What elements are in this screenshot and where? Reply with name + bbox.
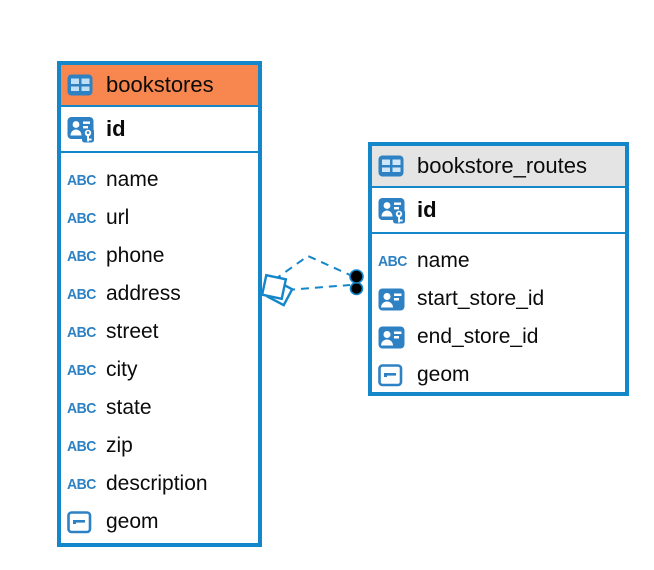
column-name: phone: [106, 244, 165, 267]
column-row[interactable]: ABC street: [61, 313, 258, 351]
table-title: bookstores: [106, 72, 214, 97]
column-name: id: [106, 116, 126, 141]
column-row[interactable]: ABC name: [372, 242, 625, 280]
primary-key-row[interactable]: id: [61, 107, 258, 153]
column-row[interactable]: ABC description: [61, 465, 258, 503]
table-title: bookstore_routes: [417, 153, 587, 178]
column-row[interactable]: end_store_id: [372, 318, 625, 356]
column-name: end_store_id: [417, 325, 539, 348]
relationship-dot-marker: [349, 269, 364, 296]
column-name: start_store_id: [417, 287, 545, 310]
relationship-line-lower[interactable]: [286, 284, 351, 291]
text-type-icon: ABC: [67, 323, 96, 341]
column-name: street: [106, 320, 159, 343]
column-name: id: [417, 197, 437, 222]
column-row[interactable]: geom: [372, 356, 625, 394]
column-row[interactable]: geom: [61, 503, 258, 541]
column-name: address: [106, 282, 181, 305]
table-icon: [378, 155, 410, 177]
geometry-type-icon: [378, 363, 410, 387]
column-row[interactable]: ABC url: [61, 199, 258, 237]
table-header[interactable]: bookstore_routes: [372, 146, 625, 188]
table-header[interactable]: bookstores: [61, 65, 258, 107]
text-type-icon: ABC: [67, 209, 96, 227]
column-list: ABC name start_store_id: [372, 234, 625, 394]
column-name: city: [106, 358, 138, 381]
text-type-icon: ABC: [67, 361, 96, 379]
column-name: name: [106, 168, 159, 191]
column-row[interactable]: ABC state: [61, 389, 258, 427]
column-row[interactable]: ABC address: [61, 275, 258, 313]
text-type-icon: ABC: [67, 437, 96, 455]
text-type-icon: ABC: [67, 285, 96, 303]
table-icon: [67, 74, 99, 96]
table-bookstores[interactable]: bookstores id A: [57, 61, 262, 547]
text-type-icon: ABC: [378, 252, 407, 270]
column-row[interactable]: start_store_id: [372, 280, 625, 318]
column-name: geom: [106, 510, 159, 533]
text-type-icon: ABC: [67, 399, 96, 417]
column-list: ABC name ABC url ABC phone ABC address A…: [61, 153, 258, 541]
text-type-icon: ABC: [67, 247, 96, 265]
text-type-icon: ABC: [67, 171, 96, 189]
column-name: url: [106, 206, 130, 229]
reference-type-icon: [378, 326, 410, 349]
table-bookstore-routes[interactable]: bookstore_routes id: [368, 142, 629, 396]
column-name: state: [106, 396, 152, 419]
primary-key-icon: [378, 197, 410, 224]
text-type-icon: ABC: [67, 475, 96, 493]
geometry-type-icon: [67, 510, 99, 534]
reference-type-icon: [378, 288, 410, 311]
column-name: name: [417, 249, 470, 272]
column-name: geom: [417, 363, 470, 386]
column-row[interactable]: ABC city: [61, 351, 258, 389]
column-row[interactable]: ABC zip: [61, 427, 258, 465]
primary-key-row[interactable]: id: [372, 188, 625, 234]
column-row[interactable]: ABC name: [61, 161, 258, 199]
column-row[interactable]: ABC phone: [61, 237, 258, 275]
relationship-line-upper[interactable]: [273, 254, 351, 281]
column-name: zip: [106, 434, 133, 457]
relationship-diamond-marker: [260, 273, 294, 307]
column-name: description: [106, 472, 208, 495]
primary-key-icon: [67, 116, 99, 143]
